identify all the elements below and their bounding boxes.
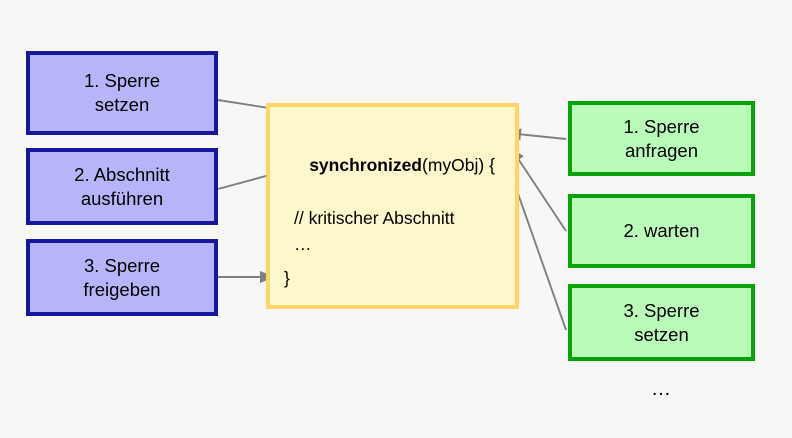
arrow-right2-to-code <box>510 147 567 232</box>
step-box-left-2-line1: 2. Abschnitt <box>74 163 170 185</box>
step-box-right-3-line1: 3. Sperre <box>623 299 700 321</box>
keyword-synchronized: synchronized <box>309 154 422 175</box>
code-line-ellipsis: … <box>294 234 312 255</box>
step-box-right-1-line1: 1. Sperre <box>623 115 700 137</box>
synchronized-code-block: synchronized(myObj) { // kritischer Absc… <box>266 103 519 309</box>
step-box-left-3-line2: freigeben <box>83 278 161 300</box>
step-box-right-2-line1: 2. warten <box>623 220 700 242</box>
code-line-comment: // kritischer Abschnitt <box>294 207 455 228</box>
step-box-left-1-line1: 1. Sperre <box>83 70 161 92</box>
step-box-right-3-line2: setzen <box>634 323 689 345</box>
step-box-left-2-line2: ausführen <box>80 187 164 209</box>
code-signature-args: (myObj) { <box>422 154 495 175</box>
step-box-left-2[interactable]: 2. Abschnitt ausführen <box>26 148 218 225</box>
step-box-right-2[interactable]: 2. warten <box>568 194 755 268</box>
step-box-left-3[interactable]: 3. Sperre freigeben <box>26 239 218 316</box>
code-line-closing-brace: } <box>284 268 290 288</box>
step-box-right-1-line2: anfragen <box>624 139 699 161</box>
step-box-right-3[interactable]: 3. Sperre setzen <box>568 284 755 361</box>
step-box-right-1[interactable]: 1. Sperre anfragen <box>568 101 755 176</box>
step-box-left-3-line1: 3. Sperre <box>83 254 161 276</box>
step-box-left-1-line2: setzen <box>94 94 150 115</box>
step-box-left-1[interactable]: 1. Sperre setzen <box>26 51 218 135</box>
right-column-trailing-ellipsis: … <box>651 378 672 400</box>
code-line-signature: synchronized(myObj) { <box>280 125 515 205</box>
